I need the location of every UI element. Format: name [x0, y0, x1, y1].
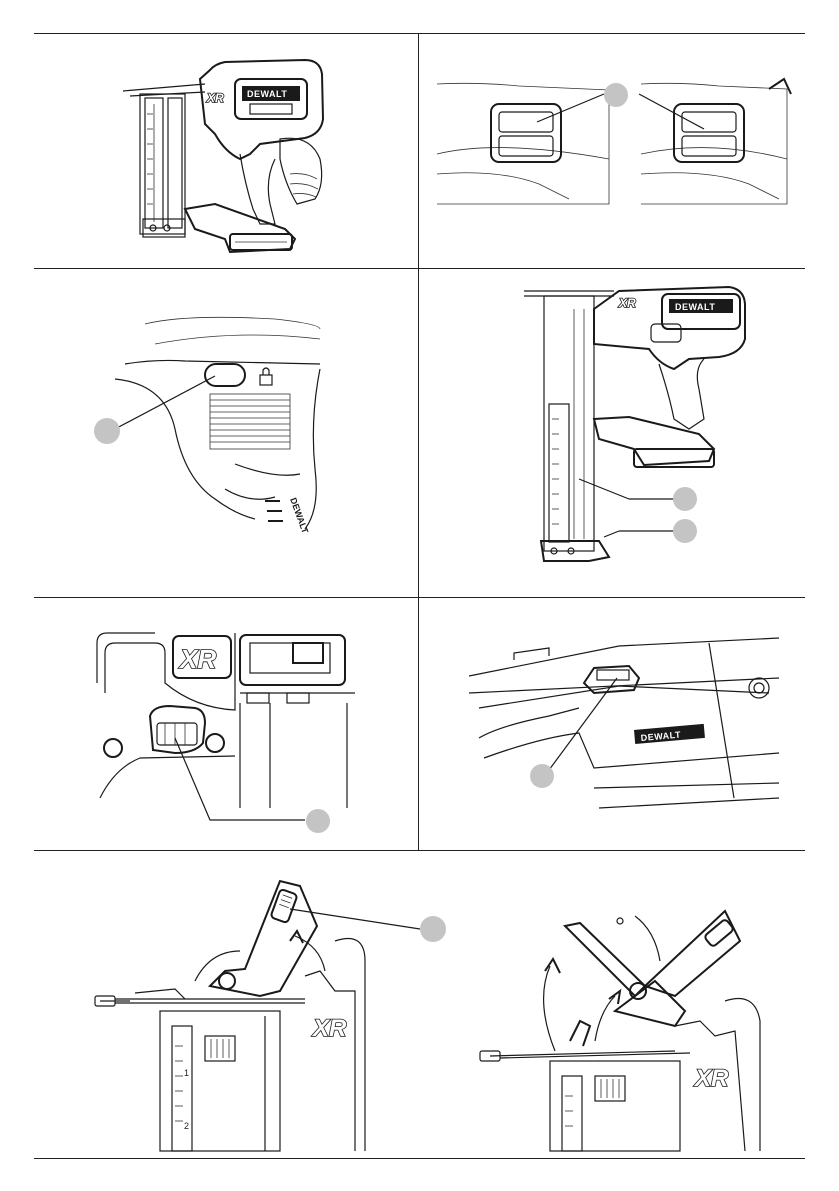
magazine-drawing: DEWALT XR	[419, 269, 805, 597]
dewalt-logo-a: DEWALT	[247, 89, 287, 99]
callout-depth-wheel	[306, 809, 330, 833]
tool-overview-drawing: DEWALT XR	[35, 34, 418, 268]
callout-jam-latch	[420, 916, 446, 942]
grid-line-bottom	[34, 1158, 805, 1159]
dewalt-logo-c: DEWALT	[288, 496, 310, 535]
arrow-rotate-up	[545, 959, 560, 973]
xr-mark-g1: XR	[311, 1015, 347, 1042]
lock-button-shape	[205, 364, 245, 386]
figure-belt-hook-slot: DEWALT	[419, 598, 805, 850]
xr-mark-g2: XR	[693, 1065, 729, 1092]
scale-mark-2: 2	[184, 1121, 189, 1131]
depth-wheel-drawing: XR	[35, 598, 418, 850]
arrow-rotate-in	[609, 991, 620, 1004]
scale-mark-1: 1	[184, 1068, 189, 1078]
callout-lock-button	[94, 418, 120, 444]
callout-trigger-lock	[604, 83, 628, 107]
padlock-icon	[260, 368, 272, 385]
callout-magazine	[673, 487, 697, 511]
figure-magazine-and-nose: DEWALT XR	[419, 269, 805, 597]
jam-release-drawing: 1 2 XR	[35, 851, 805, 1157]
trigger-lock-drawing	[419, 34, 805, 268]
figure-tool-overview: DEWALT XR	[35, 34, 418, 268]
figure-depth-adjust-wheel: XR	[35, 598, 418, 850]
vent-grille	[210, 394, 290, 449]
xr-mark-e: XR	[178, 644, 216, 674]
dewalt-logo-f: DEWALT	[640, 730, 681, 743]
xr-mark-a: XR	[206, 91, 224, 105]
figure-trigger-lock-detail	[419, 34, 805, 268]
xr-mark-d: XR	[618, 296, 636, 310]
lock-button-drawing: DEWALT	[35, 269, 418, 597]
dewalt-logo-d: DEWALT	[675, 302, 715, 312]
figure-jam-release-latch: 1 2 XR	[35, 851, 805, 1157]
figure-lock-button: DEWALT	[35, 269, 418, 597]
belt-hook-drawing: DEWALT	[419, 598, 805, 850]
callout-nose	[673, 519, 697, 543]
callout-belt-hook	[530, 764, 554, 788]
